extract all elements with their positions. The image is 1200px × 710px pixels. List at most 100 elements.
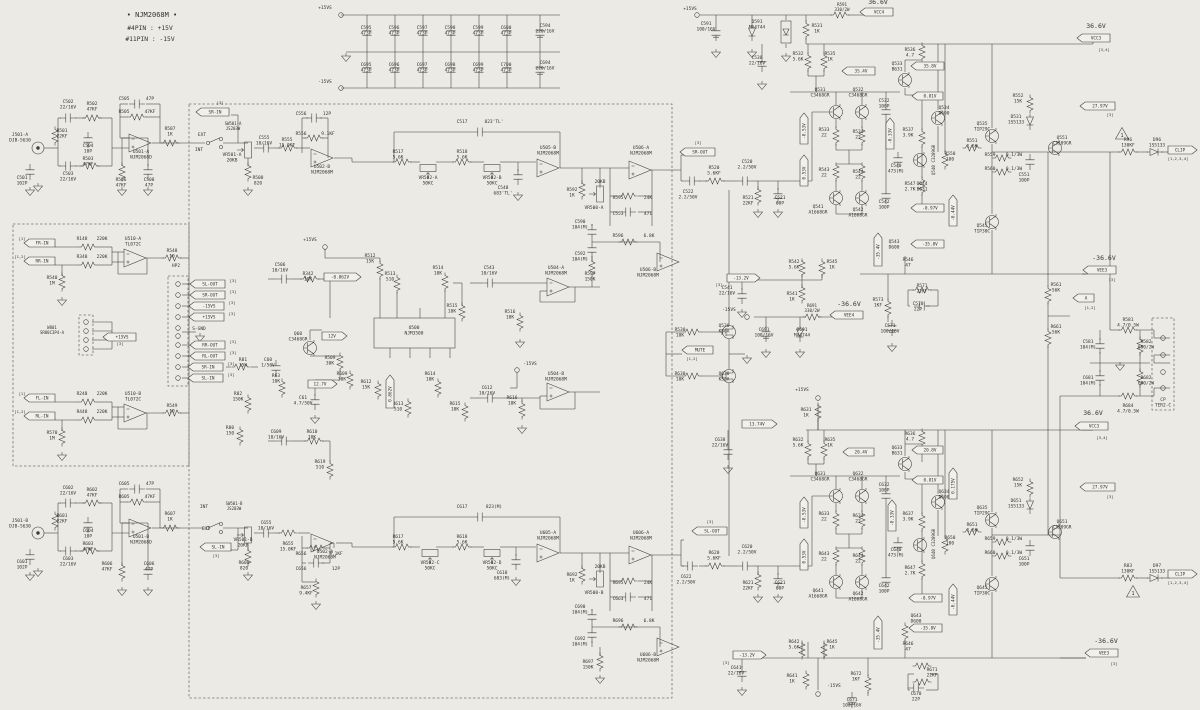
symbol-rv	[346, 370, 354, 390]
symbol-gn	[516, 425, 528, 434]
symbol-oa	[123, 248, 147, 268]
component-label: 24K	[644, 195, 652, 201]
flags-layer: SR-INSL-OUTSR-OUT-15VS+15VSRR-OUTRL-OUTS…	[23, 7, 1198, 660]
symbol-ci	[175, 292, 181, 298]
symbol-rv	[832, 126, 840, 146]
symbol-ci	[322, 244, 328, 250]
symbol-rv	[754, 571, 762, 591]
symbol-gn	[772, 594, 784, 603]
component-label: 0.1/3W	[1006, 536, 1023, 542]
svg-text:CLIP: CLIP	[1175, 572, 1186, 578]
component-label: C505	[119, 96, 130, 102]
symbol-gn	[32, 568, 44, 577]
symbol-rv	[434, 378, 442, 398]
symbol-ch	[482, 393, 498, 403]
signal-flag: 12V	[321, 331, 348, 341]
svg-text:-13.2V: -13.2V	[733, 276, 749, 282]
component-label: [1]	[19, 236, 26, 241]
component-label: -36.6V	[837, 300, 861, 308]
symbol-ci	[175, 281, 181, 287]
symbol-rv	[814, 402, 822, 422]
component-label: 47P	[146, 481, 154, 487]
symbol-ch	[620, 207, 636, 217]
symbol-rh	[1118, 574, 1138, 582]
symbol-dv	[1026, 114, 1034, 130]
svg-text:-0.53V: -0.53V	[802, 123, 808, 139]
symbol-ch	[908, 683, 924, 693]
symbol-gn	[752, 209, 764, 218]
symbol-rh	[82, 114, 102, 122]
symbol-rv	[832, 162, 840, 182]
symbol-cv	[390, 25, 400, 41]
symbol-gn	[142, 587, 154, 596]
symbol-rh	[80, 162, 100, 170]
symbol-gn	[710, 49, 722, 58]
symbol-rh	[278, 529, 298, 537]
component-label: 36.6V	[1083, 409, 1103, 417]
symbol-rv	[518, 400, 526, 420]
component-label: #11PIN : -15V	[125, 36, 174, 43]
signal-flag: -0.33V	[885, 117, 895, 150]
component-label: HP2	[172, 263, 180, 269]
symbol-jk	[31, 141, 45, 155]
svg-text:-0.33V: -0.33V	[888, 128, 894, 144]
component-label: +15VS	[318, 5, 332, 11]
symbol-cv	[390, 62, 400, 78]
symbol-rh	[452, 158, 472, 166]
signal-flag: -13.2V	[726, 273, 761, 283]
component-label: 20KB	[595, 564, 606, 570]
symbol-ev	[535, 25, 545, 41]
symbol-cv	[25, 164, 35, 180]
svg-text:0.53V: 0.53V	[802, 166, 808, 179]
symbol-tr	[855, 488, 869, 504]
symbol-rh	[1118, 148, 1138, 156]
symbol-dh	[1147, 574, 1163, 582]
symbol-gn	[756, 81, 768, 90]
symbol-cv	[446, 62, 456, 78]
symbol-gn	[512, 192, 524, 201]
symbol-rv	[820, 52, 828, 72]
symbol-ch	[258, 143, 274, 153]
signal-flag: 12.7V	[307, 379, 338, 389]
symbol-cv	[83, 517, 93, 533]
symbol-gn	[736, 309, 748, 318]
svg-text:VEE3: VEE3	[1097, 268, 1108, 274]
symbol-rv	[1026, 478, 1034, 498]
symbol-rv	[441, 272, 449, 292]
signal-flag: SR-IN	[187, 362, 224, 372]
component-label: 0.1/3W	[1006, 550, 1023, 556]
